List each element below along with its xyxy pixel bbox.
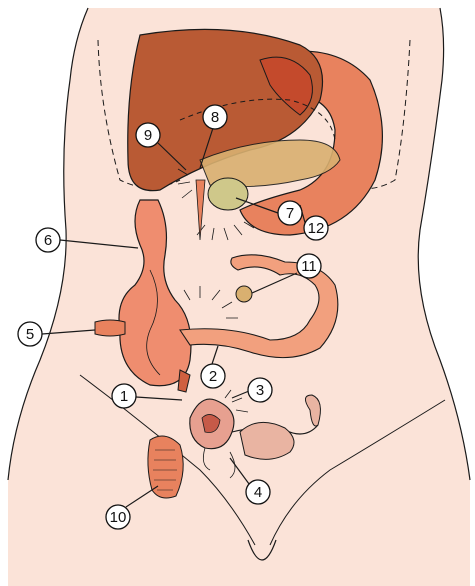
callout-6: 6	[35, 227, 61, 253]
callout-12-number: 12	[308, 220, 325, 237]
callout-3: 3	[247, 377, 273, 403]
stomach-dashed-outline	[179, 98, 336, 141]
callout-8-number: 8	[211, 109, 219, 126]
stomach	[239, 50, 383, 236]
leader-4	[229, 457, 253, 489]
transverse-colon	[179, 254, 339, 359]
callout-7-number: 7	[286, 205, 294, 222]
callout-12: 12	[303, 215, 329, 241]
pylorus-rays	[177, 168, 193, 199]
inguinal-striations	[153, 449, 177, 491]
uterine-cervix	[201, 414, 221, 433]
callout-9-number: 9	[144, 127, 152, 144]
sigmoid-colon-segment	[177, 369, 191, 393]
groin-line-right	[269, 399, 446, 546]
callout-3-number: 3	[256, 382, 264, 399]
callout-1: 1	[111, 383, 137, 409]
callout-11-number: 11	[301, 258, 317, 275]
callout-10: 10	[105, 504, 131, 530]
leader-8	[199, 127, 214, 169]
esophagus-stub	[195, 179, 206, 241]
callout-9: 9	[135, 122, 161, 148]
leader-2	[211, 345, 219, 365]
inguinal-structure	[147, 435, 184, 499]
gallbladder	[207, 177, 249, 211]
callout-5-number: 5	[26, 326, 34, 343]
ascending-colon	[118, 199, 192, 387]
callout-4: 4	[245, 479, 271, 505]
leader-7	[235, 197, 279, 214]
callout-6-number: 6	[44, 232, 52, 249]
callout-11: 11	[296, 253, 322, 279]
leader-5	[41, 329, 96, 335]
leader-3	[231, 390, 250, 399]
leader-1	[135, 396, 183, 401]
appendix	[94, 319, 126, 337]
bowel-lesion	[235, 285, 253, 303]
callout-8: 8	[202, 104, 228, 130]
fimbria	[305, 394, 321, 427]
ascending-colon-fold	[146, 269, 161, 376]
liver-left-lobe	[259, 56, 313, 116]
callout-7: 7	[277, 200, 303, 226]
pubic-notch	[247, 539, 277, 561]
leader-6	[59, 239, 139, 249]
callout-2-number: 2	[209, 368, 217, 385]
callout-10-number: 10	[110, 509, 127, 526]
pancreas	[199, 139, 341, 188]
callout-leaders	[41, 127, 307, 508]
leader-11	[251, 272, 298, 294]
callout-2: 2	[200, 363, 226, 389]
callout-5: 5	[17, 321, 43, 347]
broad-ligament-lines	[202, 447, 236, 479]
ovary	[239, 421, 295, 460]
leader-9	[157, 142, 187, 171]
callout-4-number: 4	[254, 484, 262, 501]
ovary-rays	[224, 389, 249, 413]
leader-10	[125, 485, 159, 508]
bowel-rays	[183, 286, 238, 319]
torso-right-edge	[417, 7, 471, 481]
torso-left-edge	[7, 7, 89, 481]
callout-1-number: 1	[120, 388, 128, 405]
